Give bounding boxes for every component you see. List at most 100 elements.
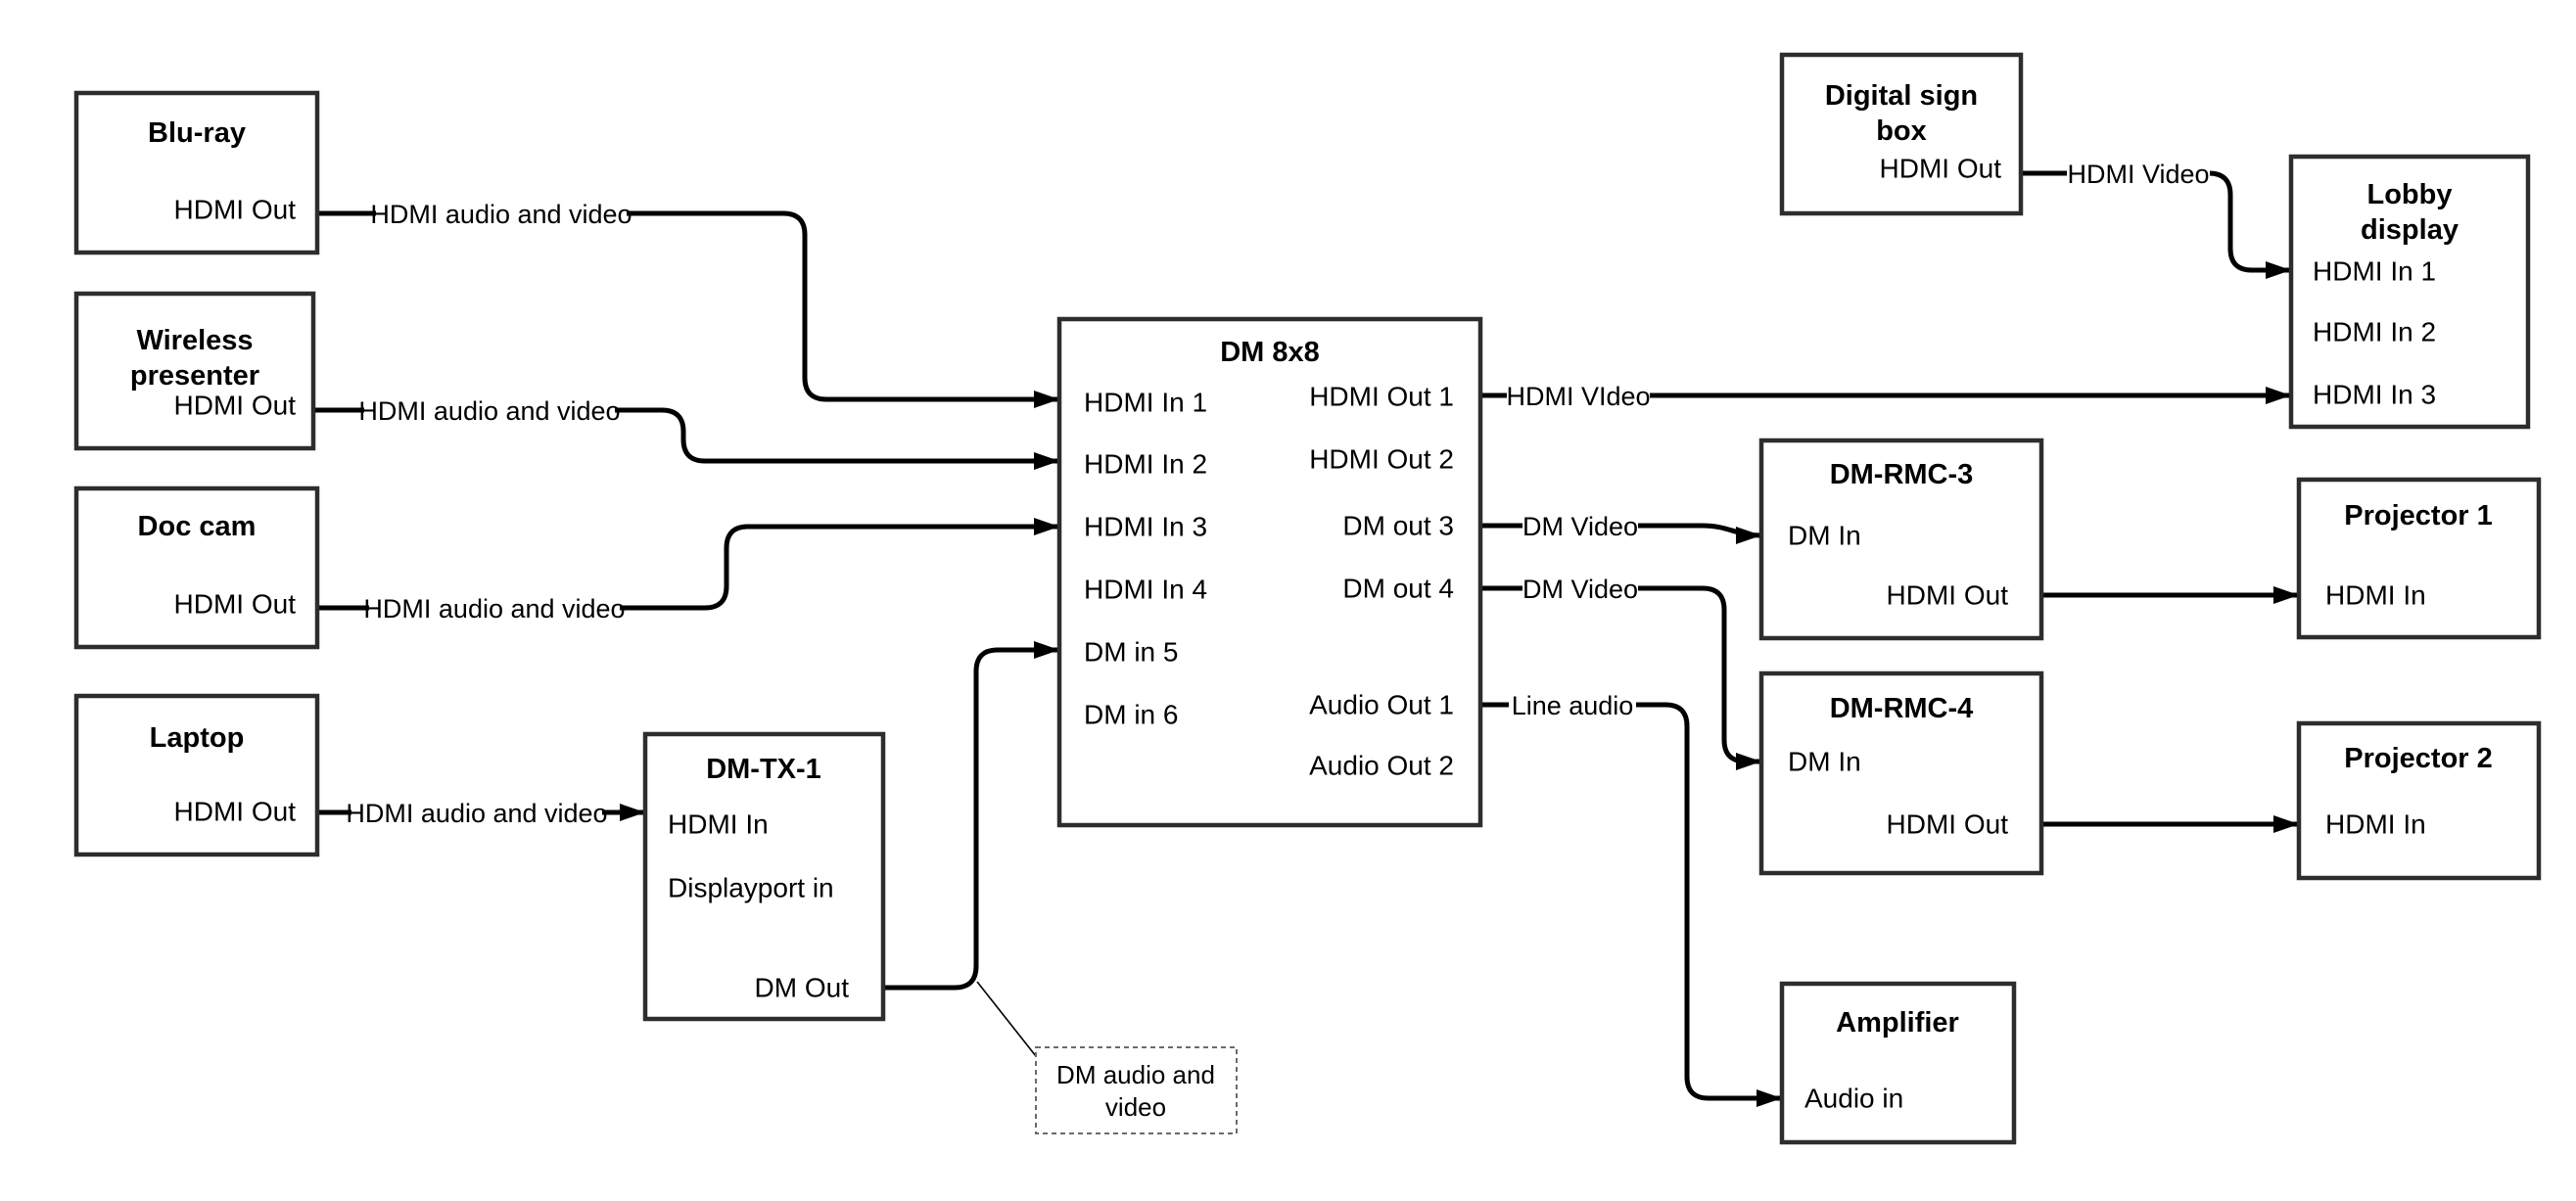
dm-8x8-port-hdmi-in-4: HDMI In 4 xyxy=(1084,575,1207,605)
edge-label-digitalsign-to-lobby: HDMI Video xyxy=(2067,158,2210,189)
dm-tx-1-port-hdmi-in: HDMI In xyxy=(668,809,769,840)
edge-label-bg xyxy=(2067,158,2210,189)
node-lobby-display: Lobby display HDMI In 1 HDMI In 2 HDMI I… xyxy=(2288,154,2531,430)
node-digital-sign-box: Digital sign box HDMI Out xyxy=(1779,52,2024,216)
projector-1-port-hdmi-in: HDMI In xyxy=(2325,580,2426,611)
wireless-presenter-box xyxy=(73,291,316,451)
dm-rmc-3-port-dm-in: DM In xyxy=(1788,521,1861,551)
digital-sign-box-port-hdmi-out: HDMI Out xyxy=(1880,154,2002,184)
dm-8x8-port-hdmi-out-2: HDMI Out 2 xyxy=(1309,444,1454,475)
lobby-display-port-hdmi-in-2: HDMI In 2 xyxy=(2313,317,2436,347)
wire-doccam-to-dm8x8 xyxy=(317,518,1059,611)
edge-label-bg xyxy=(1507,380,1650,411)
dm-tx-1-port-dm-out: DM Out xyxy=(755,973,850,1003)
wire-bluray-to-dm8x8 xyxy=(317,210,1059,408)
node-dm-rmc-3: DM-RMC-3 DM In HDMI Out xyxy=(1758,438,2044,641)
edge-label: Line audio xyxy=(1512,691,1634,720)
laptop-box xyxy=(73,693,320,857)
dm-tx-1-title: DM-TX-1 xyxy=(706,754,821,785)
edge-label-bg xyxy=(364,394,615,426)
wire-dm8x8-audioout1-to-amplifier xyxy=(1480,702,1782,1107)
edge-label-dm8x8-to-amplifier: Line audio xyxy=(1509,689,1636,720)
edge-label-wireless-to-dm8x8: HDMI audio and video xyxy=(358,394,621,426)
lobby-display-port-hdmi-in-3: HDMI In 3 xyxy=(2313,380,2436,410)
dm-rmc-3-box xyxy=(1758,438,2044,641)
edge-label: HDMI audio and video xyxy=(358,396,620,426)
wireless-presenter-title-line1: Wireless xyxy=(136,325,253,356)
amplifier-title: Amplifier xyxy=(1836,1007,1959,1039)
edge-label: HDMI audio and video xyxy=(363,594,625,624)
laptop-title: Laptop xyxy=(150,722,245,754)
node-projector-2: Projector 2 HDMI In xyxy=(2296,720,2542,881)
bluray-box xyxy=(73,90,320,255)
amplifier-port-audio-in: Audio in xyxy=(1804,1084,1903,1114)
wire-dm8x8-out3-to-dmrmc3 xyxy=(1480,523,1762,544)
edge-label: HDMI Video xyxy=(2067,160,2209,189)
edge-label-dm8x8-to-lobby: HDMI VIdeo xyxy=(1506,380,1651,411)
doc-cam-port-hdmi-out: HDMI Out xyxy=(174,589,297,620)
node-projector-1: Projector 1 HDMI In xyxy=(2296,477,2542,640)
edge-label: HDMI VIdeo xyxy=(1506,382,1650,411)
bluray-port-hdmi-out: HDMI Out xyxy=(174,195,297,225)
edge-label-bg xyxy=(1509,689,1636,720)
doc-cam-box xyxy=(73,485,320,650)
node-doc-cam: Doc cam HDMI Out xyxy=(73,485,320,650)
annotation-box xyxy=(1035,1046,1238,1134)
digital-sign-box-title-line1: Digital sign xyxy=(1825,80,1978,112)
digital-sign-box-title-line2: box xyxy=(1876,115,1927,147)
node-laptop: Laptop HDMI Out xyxy=(73,693,320,857)
node-dm-tx-1: DM-TX-1 HDMI In Displayport in DM Out xyxy=(642,731,886,1022)
projector-2-title: Projector 2 xyxy=(2344,743,2493,774)
wire-digitalsign-to-lobby xyxy=(2021,170,2291,279)
wire-wireless-to-dm8x8 xyxy=(313,407,1059,470)
node-dm-rmc-4: DM-RMC-4 DM In HDMI Out xyxy=(1758,670,2044,876)
wire-dm8x8-out4-to-dmrmc4 xyxy=(1480,585,1761,770)
amplifier-box xyxy=(1779,981,2017,1145)
dm-rmc-4-port-hdmi-out: HDMI Out xyxy=(1887,809,2009,840)
dm-rmc-4-port-dm-in: DM In xyxy=(1788,747,1861,777)
dm-8x8-port-audio-out-1: Audio Out 1 xyxy=(1309,690,1454,720)
dm-8x8-box xyxy=(1056,316,1483,828)
dm-8x8-port-dm-in-6: DM in 6 xyxy=(1084,700,1178,730)
dm-8x8-port-dm-in-5: DM in 5 xyxy=(1084,637,1178,668)
dm-rmc-4-box xyxy=(1758,670,2044,876)
lobby-display-port-hdmi-in-1: HDMI In 1 xyxy=(2313,256,2436,287)
edge-label-bg xyxy=(351,797,602,828)
edge-label-bg xyxy=(376,198,627,229)
lobby-display-title-line2: display xyxy=(2361,214,2459,246)
dm-8x8-title: DM 8x8 xyxy=(1220,337,1320,368)
annotation-callout-line xyxy=(976,981,1037,1057)
projector-2-box xyxy=(2296,720,2542,881)
edge-label-doccam-to-dm8x8: HDMI audio and video xyxy=(363,592,626,624)
wireless-presenter-port-hdmi-out: HDMI Out xyxy=(174,391,297,421)
dm-8x8-port-dm-out-4: DM out 4 xyxy=(1342,574,1454,604)
edge-label-bg xyxy=(1522,510,1638,541)
edge-label-dm8x8-to-dmrmc4: DM Video xyxy=(1522,573,1638,604)
dm-rmc-4-title: DM-RMC-4 xyxy=(1830,693,1974,724)
dm-8x8-port-hdmi-in-2: HDMI In 2 xyxy=(1084,449,1207,480)
dm-8x8-port-hdmi-out-1: HDMI Out 1 xyxy=(1309,382,1454,412)
node-amplifier: Amplifier Audio in xyxy=(1779,981,2017,1145)
laptop-port-hdmi-out: HDMI Out xyxy=(174,797,297,827)
projector-1-title: Projector 1 xyxy=(2344,500,2493,531)
dm-8x8-port-audio-out-2: Audio Out 2 xyxy=(1309,751,1454,781)
node-dm-8x8: DM 8x8 HDMI In 1 HDMI In 2 HDMI In 3 HDM… xyxy=(1056,316,1483,828)
doc-cam-title: Doc cam xyxy=(138,511,257,542)
annotation-dm-audio-video: DM audio and video xyxy=(976,981,1238,1134)
bluray-title: Blu-ray xyxy=(148,117,246,149)
wireless-presenter-title-line2: presenter xyxy=(130,360,259,392)
edge-label-bg xyxy=(369,592,620,624)
edge-label-dm8x8-to-dmrmc3: DM Video xyxy=(1522,510,1638,541)
dm-8x8-port-hdmi-in-1: HDMI In 1 xyxy=(1084,388,1207,418)
edge-label-laptop-to-dmtx1: HDMI audio and video xyxy=(346,797,608,828)
lobby-display-box xyxy=(2288,154,2531,430)
annotation-text-line2: video xyxy=(1105,1092,1166,1122)
dm-tx-1-box xyxy=(642,731,886,1022)
edge-label-bluray-to-dm8x8: HDMI audio and video xyxy=(370,198,632,229)
dm-tx-1-port-displayport-in: Displayport in xyxy=(668,873,834,903)
node-bluray: Blu-ray HDMI Out xyxy=(73,90,320,255)
edge-label: HDMI audio and video xyxy=(346,799,607,828)
dm-rmc-3-port-hdmi-out: HDMI Out xyxy=(1887,580,2009,611)
lobby-display-title-line1: Lobby xyxy=(2367,179,2453,210)
